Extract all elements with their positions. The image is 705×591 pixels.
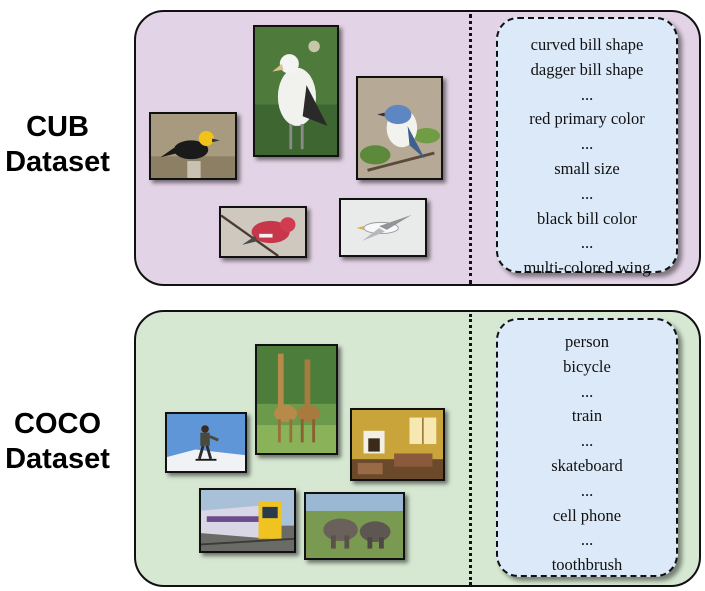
cub-attribute-item: dagger bill shape	[530, 59, 644, 79]
coco-category-list: person bicycle ... train ... skateboard …	[498, 330, 676, 578]
cub-attribute-item: red primary color	[529, 109, 645, 129]
cub-image-blackbird	[149, 112, 237, 180]
cub-image-warbler	[356, 76, 443, 180]
coco-category-item: train	[571, 406, 603, 426]
coco-label-line1: COCO	[14, 408, 101, 440]
coco-category-item: ...	[580, 480, 594, 500]
coco-image-train	[199, 488, 296, 553]
coco-image-living-room	[350, 408, 445, 481]
coco-label-line2: Dataset	[5, 443, 110, 475]
cub-attribute-item: ...	[580, 134, 594, 154]
cub-attribute-item: multi-colored wing	[523, 258, 651, 278]
coco-divider	[469, 314, 472, 585]
cub-image-albatross	[253, 25, 339, 157]
coco-category-item: ...	[580, 431, 594, 451]
cub-attribute-list: curved bill shape dagger bill shape ... …	[498, 33, 676, 281]
coco-category-item: ...	[580, 381, 594, 401]
cub-label-line1: CUB	[26, 111, 89, 143]
coco-category-item: toothbrush	[551, 555, 623, 575]
coco-dataset-label: COCO Dataset	[0, 407, 115, 477]
cub-label-line2: Dataset	[5, 146, 110, 178]
coco-category-item: person	[565, 332, 609, 351]
coco-category-item: bicycle	[563, 356, 611, 376]
coco-image-giraffes	[255, 344, 338, 455]
coco-category-item: ...	[580, 530, 594, 550]
cub-attribute-box: curved bill shape dagger bill shape ... …	[496, 17, 678, 277]
cub-attribute-item: small size	[554, 158, 620, 178]
cub-attribute-item: ...	[580, 233, 594, 253]
coco-category-box: person bicycle ... train ... skateboard …	[496, 318, 678, 577]
cub-attribute-item: black bill color	[537, 208, 637, 228]
cub-divider	[469, 14, 472, 284]
cub-attribute-item: curved bill shape	[530, 35, 644, 54]
coco-category-item: cell phone	[552, 505, 622, 525]
coco-image-elephants	[304, 492, 405, 560]
cub-image-gull	[339, 198, 427, 257]
cub-attribute-item: ...	[580, 84, 594, 104]
cub-dataset-label: CUB Dataset	[0, 110, 115, 180]
cub-image-grosbeak	[219, 206, 307, 258]
cub-attribute-item: ...	[580, 183, 594, 203]
coco-image-skateboarder	[165, 412, 247, 473]
coco-category-item: skateboard	[551, 455, 623, 475]
